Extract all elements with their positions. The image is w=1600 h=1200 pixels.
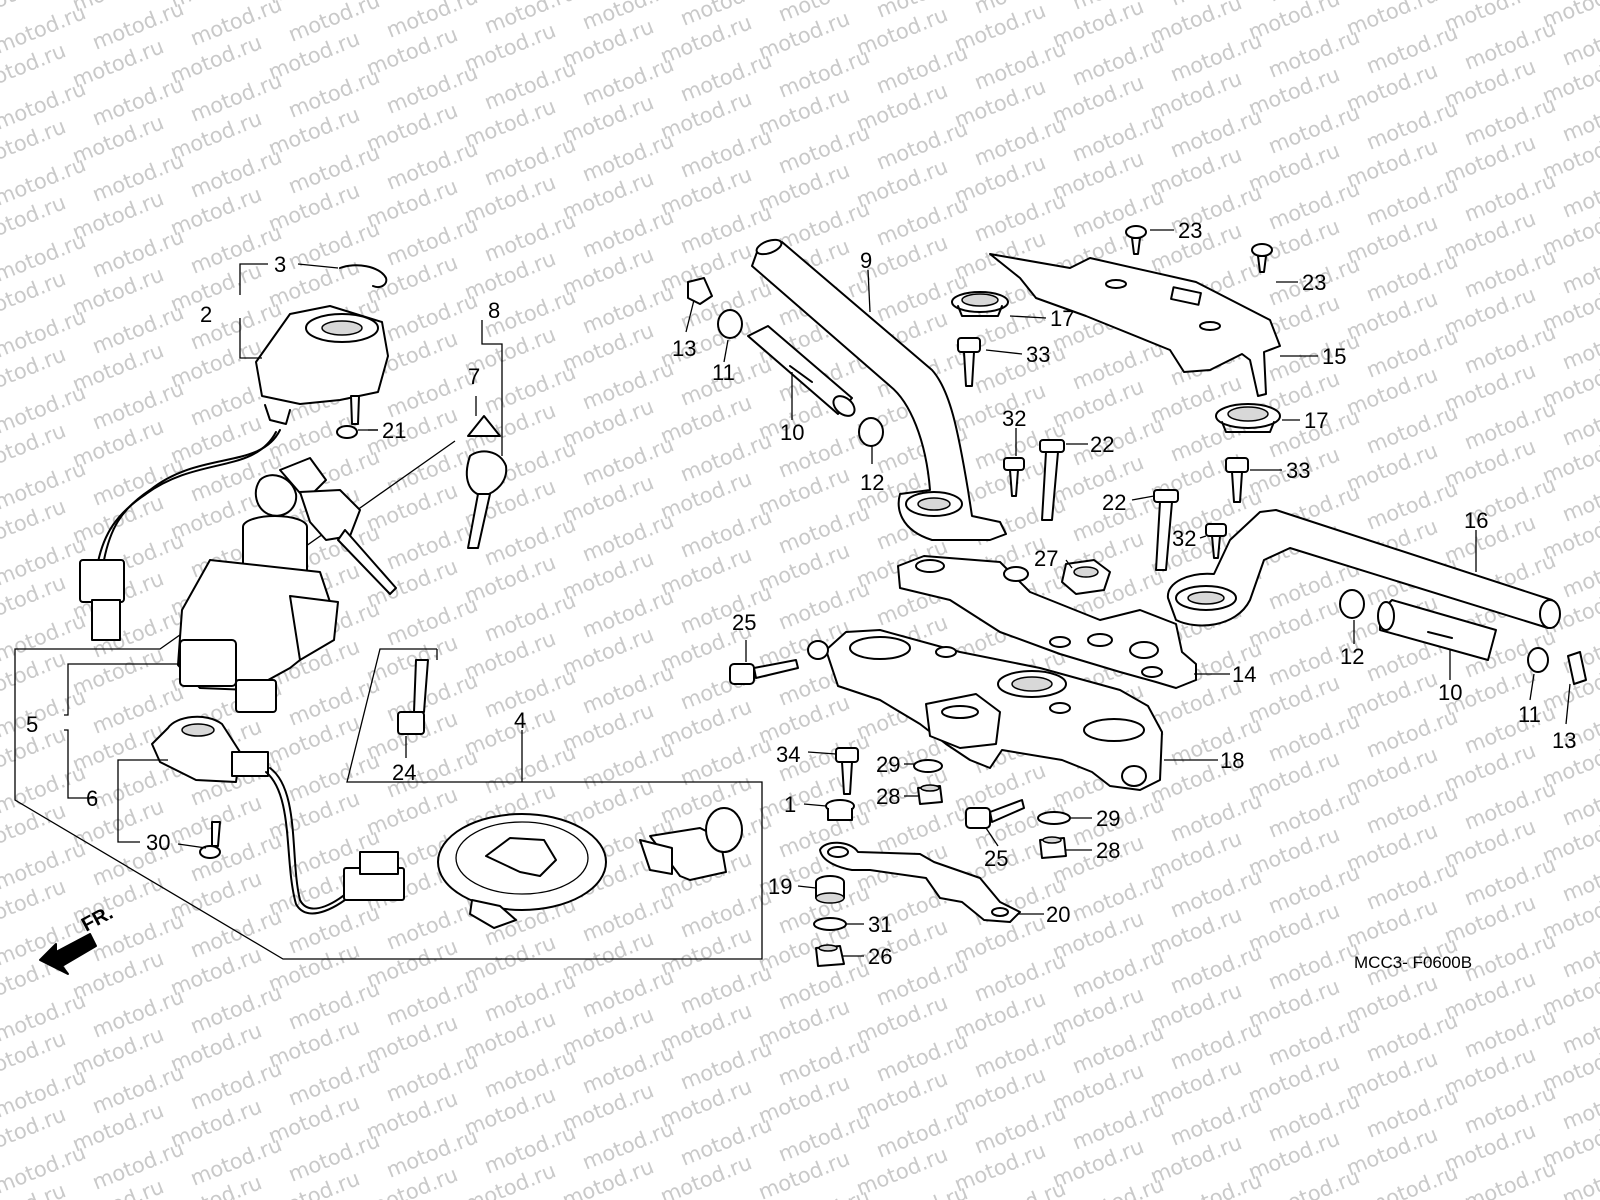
- callout-26: 26: [868, 944, 892, 969]
- callout-7: 7: [468, 364, 480, 389]
- sensor: [151, 715, 405, 915]
- callout-13-right: 13: [1552, 728, 1576, 753]
- callout-33-upper: 33: [1026, 342, 1050, 367]
- ring-11-left: [717, 309, 743, 339]
- top-bridge: [897, 555, 1197, 689]
- bolt-25-b: [965, 799, 1025, 829]
- ring-11-right: [1527, 647, 1549, 673]
- fuel-cap-lock: [437, 807, 743, 929]
- handlebar-left: [751, 238, 1007, 541]
- callout-25-lower: 25: [984, 846, 1008, 871]
- handlebar-group: [687, 225, 1587, 967]
- collar-1: [825, 799, 855, 821]
- callout-9: 9: [860, 248, 872, 273]
- connector: [79, 559, 125, 603]
- callout-1: 1: [784, 792, 796, 817]
- callout-30: 30: [146, 830, 170, 855]
- callout-23-lower: 23: [1302, 270, 1326, 295]
- grommet-19: [815, 875, 845, 904]
- nut-28-b: [1039, 836, 1067, 859]
- switch-keys: [254, 457, 397, 595]
- callout-12-left: 12: [860, 470, 884, 495]
- callout-32-lower: 32: [1172, 526, 1196, 551]
- callout-11-left: 11: [712, 360, 735, 385]
- callout-22-upper: 22: [1090, 432, 1114, 457]
- callout-10-left: 10: [780, 420, 804, 445]
- nut-27: [1061, 559, 1111, 595]
- bracket-20: [819, 841, 1021, 923]
- ignition-switch-body: [177, 515, 339, 713]
- callout-34: 34: [776, 742, 800, 767]
- callout-6: 6: [86, 786, 98, 811]
- callout-28-right: 28: [1096, 838, 1120, 863]
- callout-33-lower: 33: [1286, 458, 1310, 483]
- callout-15: 15: [1322, 344, 1346, 369]
- callout-3: 3: [274, 252, 286, 277]
- bar-end-weight-right: [1377, 599, 1497, 661]
- callout-4: 4: [514, 708, 526, 733]
- callout-17-upper: 17: [1050, 306, 1074, 331]
- clip-13-right: [1567, 651, 1587, 685]
- bolt-33-b: [1225, 457, 1249, 503]
- ignition-switch-group: FR.: [14, 264, 763, 975]
- callout-29-right: 29: [1096, 806, 1120, 831]
- nut-12-right: [1339, 589, 1365, 619]
- callout-29-left: 29: [876, 752, 900, 777]
- callout-5: 5: [26, 712, 38, 737]
- top-plate: [989, 253, 1281, 397]
- callout-18: 18: [1220, 748, 1244, 773]
- diagram-code: MCC3- F0600B: [1354, 953, 1472, 972]
- circlip: [339, 264, 388, 288]
- callout-11-right: 11: [1518, 702, 1541, 727]
- triple-clamp: [807, 629, 1163, 791]
- washer-31: [813, 917, 847, 931]
- screw-30: [199, 821, 221, 859]
- bolt-32-a: [1003, 457, 1025, 497]
- washer-29-a: [913, 759, 943, 773]
- leader-lines: [64, 229, 1571, 957]
- callout-16: 16: [1464, 508, 1488, 533]
- bolt-25-a: [729, 659, 799, 685]
- callout-17-lower: 17: [1304, 408, 1328, 433]
- callout-25-upper: 25: [732, 610, 756, 635]
- callout-23-upper: 23: [1178, 218, 1202, 243]
- bolt-24: [397, 659, 429, 735]
- callout-13-left: 13: [672, 336, 696, 361]
- rubber-17-a: [951, 291, 1009, 317]
- callout-14: 14: [1232, 662, 1256, 687]
- callout-2: 2: [200, 302, 212, 327]
- callout-32-upper: 32: [1002, 406, 1026, 431]
- handlebar-right: [1166, 509, 1561, 629]
- callout-10-right: 10: [1438, 680, 1462, 705]
- callout-24: 24: [392, 760, 416, 785]
- callout-31: 31: [868, 912, 892, 937]
- callout-19: 19: [768, 874, 792, 899]
- callout-22-lower: 22: [1102, 490, 1126, 515]
- bolt-34: [835, 747, 859, 795]
- nut-26: [815, 944, 845, 967]
- bolt-22-a: [1039, 439, 1065, 521]
- callout-8: 8: [488, 298, 500, 323]
- bolt-32-b: [1205, 523, 1227, 559]
- callout-20: 20: [1046, 902, 1070, 927]
- callout-12-right: 12: [1340, 644, 1364, 669]
- screw-23-b: [1251, 243, 1273, 273]
- nut-12-left: [858, 417, 884, 447]
- key-set: [465, 415, 508, 549]
- callout-28-left: 28: [876, 784, 900, 809]
- bar-end-weight-left: [747, 325, 856, 417]
- clip-13-left: [687, 277, 713, 305]
- washer-29-b: [1037, 811, 1071, 825]
- callout-labels: 1 2 3 4 5 6 7 8 9 10 10 11 11 12 12 13 1…: [26, 218, 1576, 969]
- nut-28-a: [917, 784, 943, 805]
- screw-23-a: [1125, 225, 1147, 255]
- screw-21: [336, 395, 360, 439]
- switch-cover: [255, 305, 389, 425]
- callout-27: 27: [1034, 546, 1058, 571]
- callout-21: 21: [382, 418, 406, 443]
- rubber-17-b: [1215, 403, 1281, 433]
- bolt-33-a: [957, 337, 981, 387]
